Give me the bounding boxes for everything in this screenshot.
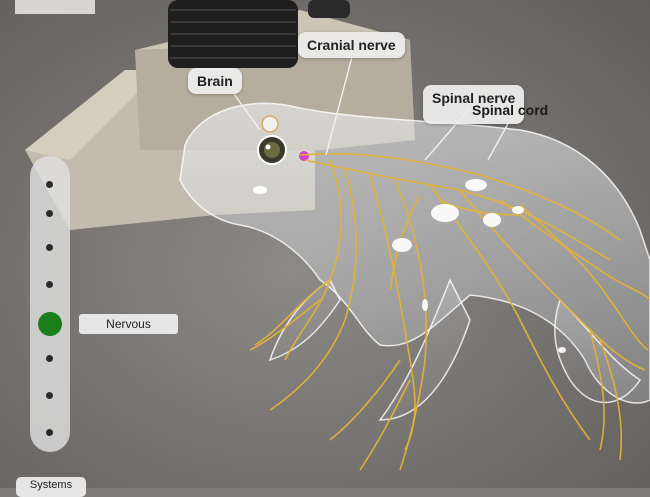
- brain-label[interactable]: Brain: [188, 68, 242, 94]
- ganglia: [253, 179, 566, 353]
- system-stop-8[interactable]: [46, 429, 53, 436]
- frog-eye: [257, 115, 309, 165]
- frog-model: [179, 102, 650, 421]
- spinal-cord-label[interactable]: Spinal cord: [472, 102, 549, 118]
- system-stop-1[interactable]: [46, 181, 53, 188]
- selected-system-label: Nervous: [79, 314, 178, 334]
- system-stop-3[interactable]: [46, 244, 53, 251]
- nervous-system: [249, 152, 650, 471]
- cranial-nerve-label[interactable]: Cranial nerve: [298, 32, 405, 58]
- spinal-nerve-label[interactable]: Spinal nerve: [423, 85, 525, 124]
- system-stop-4[interactable]: [46, 281, 53, 288]
- system-selector-slider[interactable]: [30, 156, 70, 452]
- system-stop-6[interactable]: [46, 355, 53, 362]
- system-stop-7[interactable]: [46, 392, 53, 399]
- systems-button[interactable]: Systems: [16, 477, 86, 497]
- system-stop-2[interactable]: [46, 210, 53, 217]
- label-pointers: [233, 56, 511, 161]
- system-stop-active[interactable]: [38, 312, 62, 336]
